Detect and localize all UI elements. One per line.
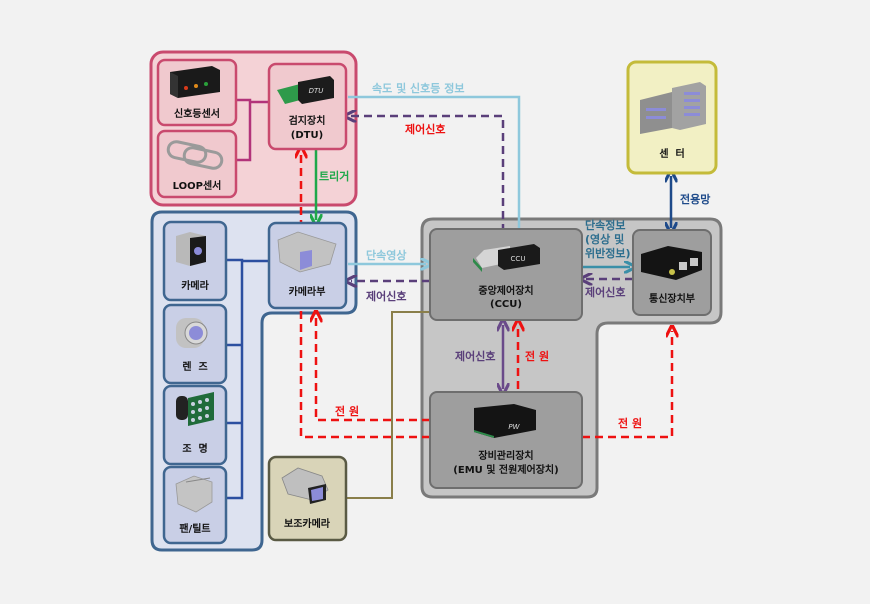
power-camera-label: 전 원 xyxy=(335,404,359,418)
node-camera-unit[interactable]: 카메라부 xyxy=(267,221,348,310)
aux-camera-label: 보조카메라 xyxy=(284,517,331,530)
node-lens[interactable]: 렌 즈 xyxy=(162,303,228,385)
power-comm-label: 전 원 xyxy=(618,416,642,430)
comm-unit-label: 통신장치부 xyxy=(649,292,695,305)
pw-device-icon: PW xyxy=(474,404,536,438)
illuminator-icon xyxy=(176,392,214,426)
enforcement-info-label-3: 위반정보) xyxy=(585,246,631,260)
node-loop-sensor[interactable]: LOOP센서 xyxy=(156,129,238,199)
node-pan-tilt[interactable]: 팬/틸트 xyxy=(162,465,228,545)
camera-bus xyxy=(227,258,268,500)
node-camera[interactable]: 카메라 xyxy=(162,220,228,302)
control-to-dtu-label: 제어신호 xyxy=(405,122,445,136)
camera-icon xyxy=(176,232,206,266)
dtu-label-line2: (DTU) xyxy=(291,130,323,141)
node-ccu[interactable]: CCU 중앙제어장치 (CCU) xyxy=(429,228,583,321)
control-comm-label: 제어신호 xyxy=(585,285,625,299)
lens-icon xyxy=(176,318,208,348)
node-lighting[interactable]: 조 명 xyxy=(162,384,228,466)
sensor-bus xyxy=(236,98,268,162)
node-emu[interactable]: PW 장비관리장치 (EMU 및 전원제어장치) xyxy=(429,391,583,489)
enforcement-info-label-2: (영상 및 xyxy=(585,232,624,246)
emu-label-line2: (EMU 및 전원제어장치) xyxy=(453,463,558,476)
speed-signal-info-label: 속도 및 신호등 정보 xyxy=(372,81,464,95)
svg-text:DTU: DTU xyxy=(309,87,324,95)
loop-sensor-label: LOOP센서 xyxy=(173,179,222,192)
camera-unit-label: 카메라부 xyxy=(289,285,326,298)
control-to-camera-label: 제어신호 xyxy=(366,289,406,303)
aux-camera-link xyxy=(347,311,430,499)
pan-tilt-label: 팬/틸트 xyxy=(179,522,210,535)
aux-camera-icon xyxy=(281,467,329,504)
dtu-device-icon: DTU xyxy=(277,76,334,104)
comm-device-icon xyxy=(641,246,702,280)
building-icon xyxy=(640,82,706,134)
center-label: 센 터 xyxy=(659,147,684,160)
node-dtu[interactable]: DTU 검지장치 (DTU) xyxy=(267,62,348,151)
signal-sensor-label: 신호등센서 xyxy=(174,107,220,120)
ccu-device-icon: CCU xyxy=(473,244,540,272)
ccu-label-line2: (CCU) xyxy=(490,299,522,310)
node-center[interactable]: 센 터 xyxy=(626,60,718,175)
lighting-label: 조 명 xyxy=(182,442,207,455)
camera-housing-icon xyxy=(277,231,337,273)
node-signal-sensor[interactable]: 신호등센서 xyxy=(156,58,238,127)
dedicated-line-label: 전용망 xyxy=(680,192,710,206)
traffic-light-sensor-icon xyxy=(170,66,220,98)
node-comm-unit[interactable]: 통신장치부 xyxy=(632,229,712,316)
dtu-label-line1: 검지장치 xyxy=(289,114,326,127)
enforcement-video-label: 단속영상 xyxy=(366,248,406,262)
loop-coil-icon xyxy=(166,140,224,170)
power-ccu-label: 전 원 xyxy=(525,349,549,363)
pan-tilt-icon xyxy=(175,475,213,513)
node-aux-camera[interactable]: 보조카메라 xyxy=(267,455,348,542)
lens-label: 렌 즈 xyxy=(182,360,207,373)
svg-text:PW: PW xyxy=(508,423,520,431)
enforcement-info-label-1: 단속정보 xyxy=(585,218,625,232)
svg-text:CCU: CCU xyxy=(511,255,526,263)
speed-signal-info-line xyxy=(348,95,519,234)
camera-label: 카메라 xyxy=(181,279,209,292)
control-ccu-emu-label: 제어신호 xyxy=(455,349,495,363)
trigger-label: 트리거 xyxy=(319,169,349,183)
ccu-label-line1: 중앙제어장치 xyxy=(478,284,533,297)
emu-label-line1: 장비관리장치 xyxy=(478,449,533,462)
